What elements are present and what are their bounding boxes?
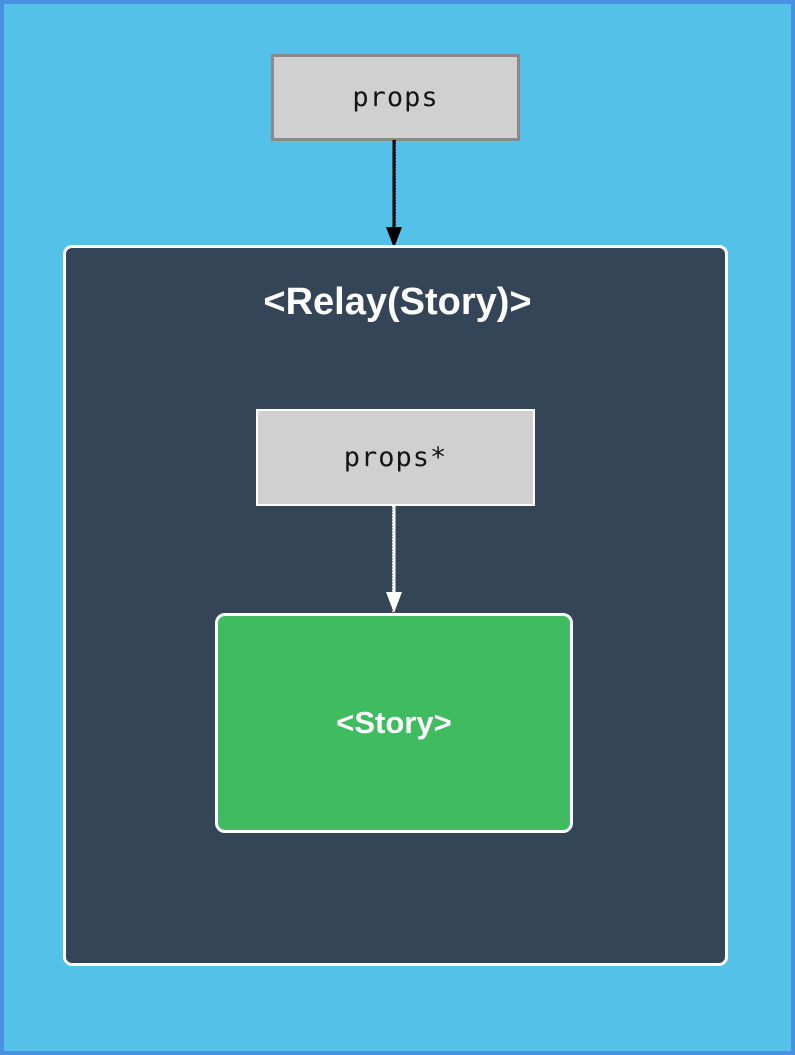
props-node: props [271, 54, 520, 141]
props-to-relay-arrow-icon [386, 140, 402, 250]
story-node: <Story> [215, 613, 573, 833]
props-star-to-story-arrow-icon [386, 506, 402, 615]
props-star-node: props* [256, 409, 535, 506]
story-node-label: <Story> [336, 705, 452, 740]
relay-story-title: <Relay(Story)> [263, 281, 532, 323]
props-node-label: props [352, 82, 439, 113]
props-star-node-label: props* [343, 442, 448, 473]
